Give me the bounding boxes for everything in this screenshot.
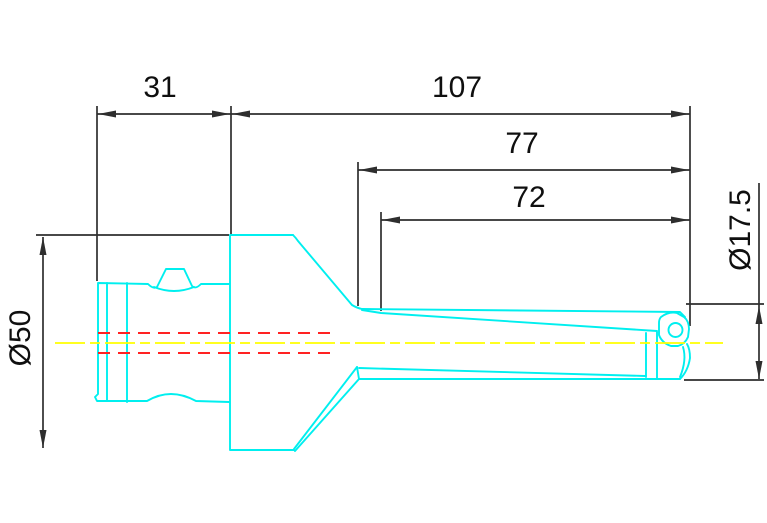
dimension-arrows <box>39 110 763 448</box>
tip-inner-curve <box>679 346 686 378</box>
dim-label-d17-5: Ø17.5 <box>724 189 757 271</box>
arrow-d50-top <box>39 237 47 255</box>
arrow-31-left <box>98 110 116 118</box>
cone-bottom-edge-outer <box>293 366 358 450</box>
arrow-d50-bottom <box>39 430 47 448</box>
shank-groove-arc <box>153 286 195 292</box>
arrow-107-right <box>671 110 689 118</box>
arrow-77-left <box>359 166 377 174</box>
arrow-72-right <box>671 216 689 224</box>
dimension-labels: 31 107 77 72 Ø50 Ø17.5 <box>4 71 757 366</box>
dim-label-77: 77 <box>505 127 538 160</box>
arrow-77-right <box>671 166 689 174</box>
dim-label-31: 31 <box>143 71 176 104</box>
body-top-edge <box>292 234 686 318</box>
dim-label-107: 107 <box>432 71 482 104</box>
body-bottom-step <box>356 366 360 380</box>
flute-top-line <box>361 309 658 332</box>
insert-outline <box>658 311 690 347</box>
tip-outer-curve <box>679 343 691 380</box>
flute-bottom-line <box>358 367 646 377</box>
insert-hole <box>667 322 684 338</box>
arrow-d17-bottom <box>755 361 763 379</box>
arrow-31-right <box>212 110 230 118</box>
arrow-72-left <box>382 216 400 224</box>
cone-bottom-edge-inner <box>294 378 360 452</box>
dim-label-72: 72 <box>512 181 545 214</box>
dim-label-d50: Ø50 <box>4 310 37 367</box>
arrow-d17-top <box>755 306 763 324</box>
dimension-lines <box>36 106 764 448</box>
arrow-107-left <box>232 110 250 118</box>
